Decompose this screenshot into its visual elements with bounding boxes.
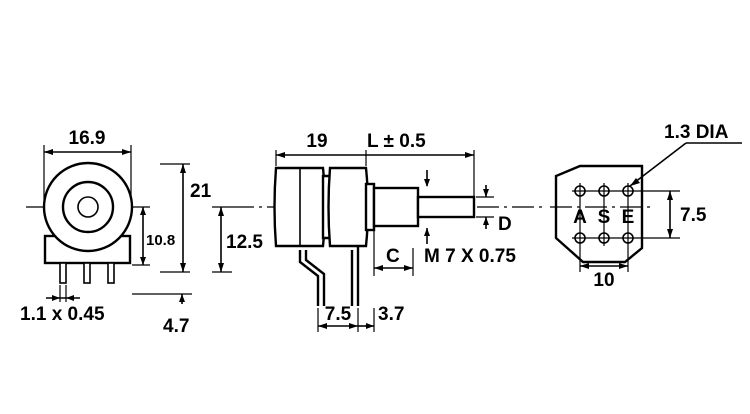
dim-h108-arrow-top [140, 207, 146, 215]
dim-pin-arrow-right [66, 295, 74, 301]
dim-pcb75-arrow-bottom [667, 229, 673, 238]
dim-D-arrow-bottom [483, 217, 489, 225]
dim-width-arrow-left [44, 149, 53, 155]
dim-h108-label: 10.8 [146, 232, 175, 249]
front-pin-1 [59, 262, 67, 284]
dim-pcb10-arrow-right [619, 263, 628, 269]
dim-h21-arrow-top [180, 164, 186, 173]
dim-D-arrow-top [483, 189, 489, 197]
dim-pinlen-arrow [179, 294, 185, 302]
pcb-pin-label-s: S [598, 207, 611, 228]
dim-pin-arrow-left [52, 295, 60, 301]
side-mounting-plate [364, 182, 376, 232]
side-rear-terminal-1 [298, 250, 320, 306]
dim-pin-label: 1.1 x 0.45 [20, 304, 105, 325]
dim-75-arrow-right [349, 323, 358, 329]
front-shaft-end [77, 196, 99, 218]
dim-pcb75-label: 7.5 [680, 205, 707, 226]
dim-pcb10-arrow-left [580, 263, 589, 269]
dim-pcb75-arrow-top [667, 191, 673, 200]
dim-L-label: L ± 0.5 [367, 131, 426, 152]
dim-thread-label: M 7 X 0.75 [424, 246, 516, 267]
pcb-dia-arrow [630, 178, 640, 186]
pcb-outline [554, 164, 644, 264]
pcb-dia-leader [629, 142, 687, 187]
pcb-pin-label-e: E [622, 207, 635, 228]
front-housing-circle [42, 161, 134, 253]
dim-75-label: 7.5 [325, 304, 352, 325]
dim-125-arrow-top [218, 207, 224, 216]
dim-125-label: 12.5 [226, 232, 263, 253]
side-shaft [416, 195, 476, 219]
pcb-layout: A S E 1.3 DIA 7.5 10 [550, 122, 742, 291]
dim-width-label: 16.9 [69, 128, 106, 149]
front-pin-2 [83, 262, 91, 284]
side-front-section [327, 166, 370, 248]
dim-pcb10-label: 10 [593, 270, 614, 291]
front-view: 16.9 21 10.8 1.1 x 0.45 4.7 [20, 128, 212, 337]
dim-125-arrow-bottom [218, 263, 224, 272]
side-threaded-bushing [372, 186, 420, 228]
pcb-pin-label-a: A [573, 207, 587, 228]
dim-37-arrow [366, 323, 374, 329]
side-view: 19 L ± 0.5 12.5 M 7 X 0.75 C D [212, 131, 545, 332]
dim-L-arrow-right [465, 152, 474, 158]
dim-C-label: C [386, 246, 400, 267]
dim-19-label: 19 [306, 131, 327, 152]
dim-width-arrow-right [122, 149, 131, 155]
dim-C-arrow-right [404, 265, 413, 271]
dim-h108-arrow-bottom [140, 257, 146, 265]
pcb-dia-label: 1.3 DIA [664, 122, 729, 143]
dim-37-label: 3.7 [378, 304, 404, 325]
front-pin-3 [107, 262, 115, 284]
dim-h21-arrow-bottom [180, 263, 186, 272]
dim-thread-arrow-top [424, 179, 430, 187]
side-rear-terminal-2 [304, 250, 326, 306]
dim-thread-arrow-bottom [424, 228, 430, 236]
dim-75-arrow-left [318, 323, 327, 329]
dim-D-label: D [498, 214, 512, 235]
dim-19-arrow-left [276, 152, 285, 158]
dim-C-arrow-left [374, 265, 383, 271]
dim-pinlen-label: 4.7 [163, 316, 189, 337]
pcb-hole-crosshairs [572, 183, 636, 246]
front-shaft-outer-ring [61, 180, 115, 234]
dim-h21-label: 21 [190, 181, 212, 202]
